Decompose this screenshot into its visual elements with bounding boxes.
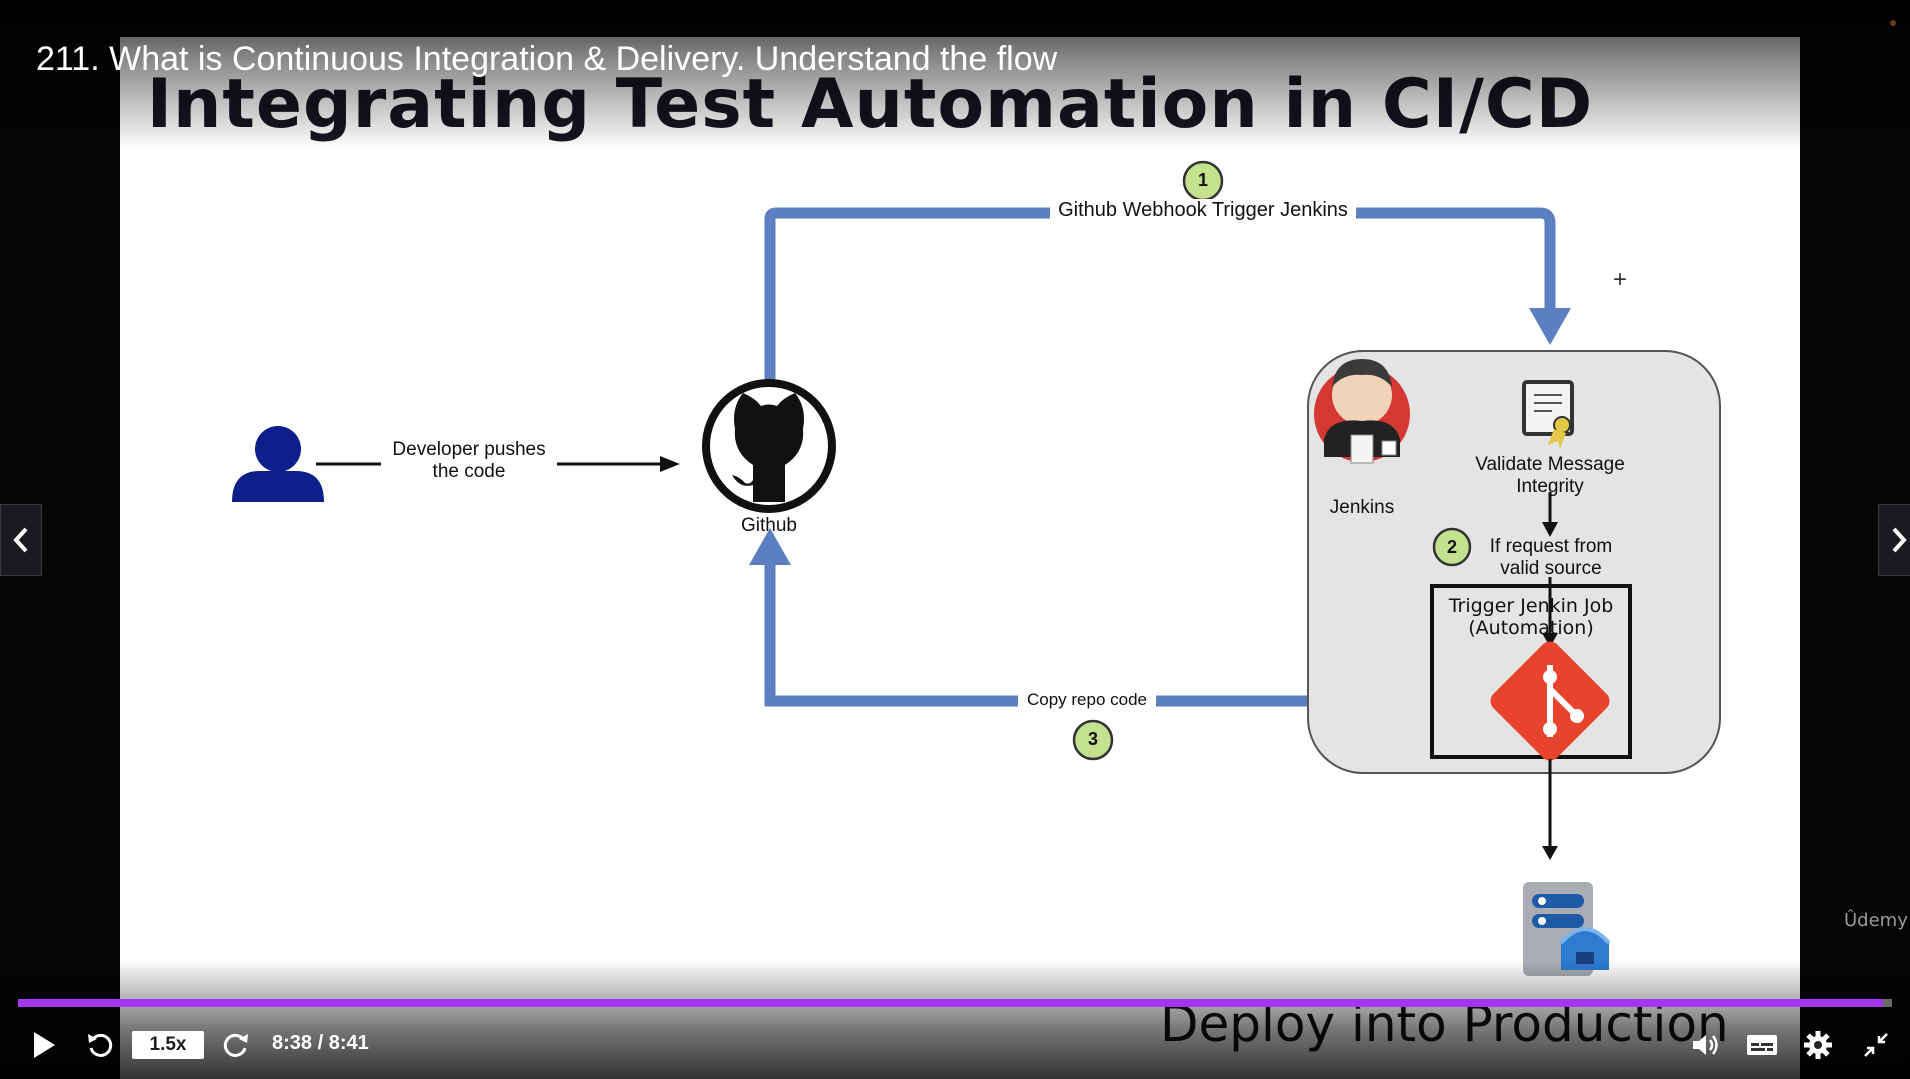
status-dot	[1890, 20, 1896, 26]
server-icon	[1523, 882, 1611, 976]
ci-cd-flow-diagram	[232, 160, 1721, 976]
forward-button[interactable]	[218, 1027, 254, 1063]
step2-badge	[1432, 527, 1472, 567]
webhook-label: Github Webhook Trigger Jenkins	[1050, 199, 1356, 221]
player-controls: 1.5x 8:38 / 8:41	[0, 1020, 1910, 1070]
progress-bar[interactable]	[18, 999, 1892, 1007]
jenkins-label: Jenkins	[1329, 497, 1395, 518]
step2-label: If request from valid source	[1476, 536, 1626, 580]
developer-push-label: Developer pushes the code	[382, 439, 556, 483]
play-button[interactable]	[26, 1026, 62, 1064]
copy-repo-arrowhead-github	[749, 528, 791, 565]
validate-arrowhead	[1542, 522, 1558, 537]
step2-number: 2	[1446, 537, 1457, 557]
exit-fullscreen-icon	[1864, 1033, 1888, 1057]
previous-lecture-button[interactable]	[0, 504, 42, 576]
trigger-job-box	[1430, 584, 1632, 759]
exit-fullscreen-button[interactable]	[1858, 1027, 1894, 1063]
volume-icon	[1693, 1035, 1718, 1055]
step2-label-line1: If request from	[1489, 536, 1613, 557]
lecture-title: 211. What is Continuous Integration & De…	[36, 40, 1058, 78]
trigger-job-label-line2: (Automation)	[1468, 617, 1594, 639]
udemy-watermark: Ûdemy	[1844, 910, 1908, 931]
rewind-button[interactable]	[82, 1027, 118, 1063]
deploy-arrowhead	[1542, 846, 1558, 860]
copy-repo-label: Copy repo code	[1018, 689, 1156, 711]
developer-icon	[232, 426, 324, 502]
play-icon	[34, 1032, 55, 1058]
validate-label: Validate Message Integrity	[1450, 454, 1650, 498]
github-logo	[702, 379, 836, 513]
developer-push-label-line1: Developer pushes	[392, 439, 546, 460]
trigger-job-label-line1: Trigger Jenkin Job	[1448, 595, 1614, 617]
captions-icon	[1747, 1035, 1777, 1055]
chevron-right-icon	[1892, 527, 1907, 553]
validate-label-line2: Integrity	[1516, 476, 1584, 497]
step3-number: 3	[1087, 729, 1098, 749]
volume-button[interactable]	[1688, 1027, 1724, 1063]
developer-push-label-line2: the code	[432, 461, 506, 482]
validate-label-line1: Validate Message	[1475, 454, 1625, 475]
step1-number: 1	[1197, 170, 1208, 190]
jenkins-panel	[1307, 350, 1721, 774]
next-lecture-button[interactable]	[1878, 504, 1910, 576]
certificate-icon	[1522, 380, 1574, 449]
jenkins-icon	[1314, 359, 1410, 464]
rewind-icon	[88, 1033, 113, 1057]
lecture-slide: Integrating Test Automation in CI/CD	[120, 37, 1800, 1079]
playback-speed-button[interactable]: 1.5x	[132, 1031, 204, 1059]
trigger-job-label: Trigger Jenkin Job (Automation)	[1432, 595, 1630, 639]
time-display: 8:38 / 8:41	[272, 1032, 369, 1054]
copy-repo-flow-arrow	[764, 545, 1448, 707]
github-label: Github	[741, 515, 797, 536]
push-arrowhead	[660, 456, 680, 472]
captions-button[interactable]	[1744, 1027, 1780, 1063]
webhook-arrowhead	[1529, 308, 1571, 345]
step3-badge	[1072, 719, 1114, 761]
step2-label-line2: valid source	[1500, 558, 1602, 579]
settings-button[interactable]	[1800, 1027, 1836, 1063]
git-branch-glyph	[1543, 665, 1584, 737]
trigger-arrowhead	[1542, 633, 1558, 647]
forward-icon	[223, 1033, 248, 1057]
settings-icon	[1804, 1031, 1832, 1059]
progress-bar-fill	[18, 999, 1883, 1007]
chevron-left-icon	[13, 527, 28, 553]
plus-mark: +	[1612, 266, 1627, 293]
